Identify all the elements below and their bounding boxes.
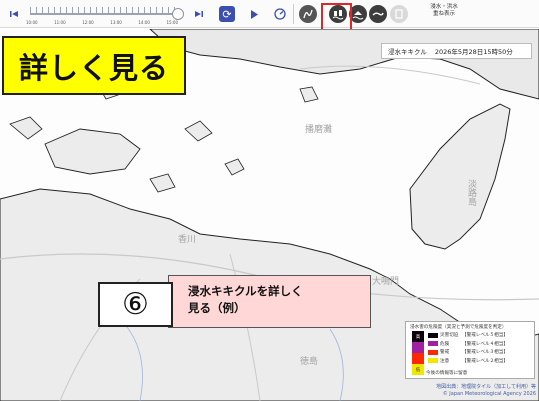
time-label: 15:00 — [166, 20, 178, 25]
legend-scale-step — [412, 353, 424, 364]
step-number: ⑥ — [98, 282, 173, 327]
step-forward-icon[interactable] — [193, 8, 205, 20]
legend-level: 【警戒レベル５相当】 — [462, 333, 508, 339]
time-slider-labels: 10:00 11:00 12:00 13:00 14:00 15:00 — [26, 20, 178, 27]
river-layer-icon[interactable] — [299, 5, 317, 23]
step-text-line: 浸水キキクルを詳しく — [188, 284, 303, 298]
time-label: 14:00 — [138, 20, 150, 25]
sediment-layer-icon[interactable] — [369, 5, 387, 23]
map-title: 浸水キキクル 2026年5月28日15時50分 — [381, 43, 532, 59]
legend-title: 浸水害の危険度（実況と予測で危険度を判定） — [410, 325, 507, 330]
legend-swatch — [428, 332, 438, 338]
loop-icon[interactable]: ⟳ — [219, 6, 235, 22]
legend-row: 注意 【警戒レベル２相当】 — [426, 357, 534, 366]
legend-level: 【警戒レベル４相当】 — [462, 341, 508, 347]
legend-scale-step — [412, 342, 424, 353]
map-credits: 地図出典：地理院タイル（加工して利用）等 © Japan Meteorologi… — [426, 384, 539, 401]
time-slider-track — [30, 13, 178, 15]
legend-scale: 高 低 — [412, 331, 424, 375]
map-datetime: 2026年5月28日15時50分 — [434, 48, 513, 56]
legend-level: 【警戒レベル２相当】 — [462, 358, 508, 364]
legend-scale-top: 高 — [412, 331, 424, 342]
legend-swatch — [428, 349, 438, 355]
map-title-text: 浸水キキクル — [388, 48, 427, 56]
legend-name: 危険 — [440, 341, 450, 347]
legend-note: 今後の情報等に留意 — [426, 371, 468, 376]
overlay-toggle-label[interactable]: 浸水・洪水 重ね表示 — [430, 4, 458, 17]
flood-layer-icon[interactable] — [329, 5, 347, 23]
time-slider-handle[interactable] — [172, 8, 184, 20]
toolbar-divider — [293, 4, 294, 24]
legend-row: 警戒 【警戒レベル３相当】 — [426, 348, 534, 357]
time-label: 11:00 — [54, 20, 66, 25]
time-label: 13:00 — [110, 20, 122, 25]
detail-view-label: 詳しく見る — [2, 36, 186, 95]
speed-icon[interactable] — [272, 6, 288, 22]
step-text-line: 見る（例） — [188, 301, 246, 315]
place-label: 播磨灘 — [305, 125, 333, 135]
legend-swatch — [428, 358, 438, 364]
legend-name: 災害切迫 — [440, 333, 459, 339]
legend-level: 【警戒レベル３相当】 — [462, 350, 508, 356]
credits-copyright: © Japan Meteorological Agency 2026 — [442, 391, 536, 397]
legend-swatch — [428, 341, 438, 347]
credits-source-link[interactable]: 地図出典：地理院タイル（加工して利用）等 — [436, 384, 536, 390]
time-label: 12:00 — [82, 20, 94, 25]
time-slider[interactable]: 10:00 11:00 12:00 13:00 14:00 15:00 — [26, 3, 186, 27]
legend-name: 注意 — [440, 358, 450, 364]
legend-row: 危険 【警戒レベル４相当】 — [426, 340, 534, 349]
legend-scale-bottom: 低 — [412, 364, 424, 375]
legend-name: 警戒 — [440, 350, 450, 356]
toolbar: 10:00 11:00 12:00 13:00 14:00 15:00 ⟳ 浸水… — [0, 0, 539, 33]
legend-rows: 災害切迫 【警戒レベル５相当】 危険 【警戒レベル４相当】 警戒 【警戒レベル３… — [426, 331, 534, 365]
time-slider-ticks — [30, 7, 178, 13]
place-label: 徳島 — [300, 357, 319, 367]
step-description: 浸水キキクルを詳しく 見る（例） — [168, 275, 371, 328]
danger-legend: 浸水害の危険度（実況と予測で危険度を判定） 高 低 災害切迫 【警戒レベル５相当… — [405, 321, 535, 379]
skip-start-icon[interactable] — [8, 8, 20, 20]
inundation-layer-icon[interactable] — [349, 5, 367, 23]
play-icon[interactable] — [246, 6, 262, 22]
place-label: 大鳴門 — [372, 277, 400, 287]
time-label: 10:00 — [26, 20, 38, 25]
place-label: 淡路島 — [466, 179, 476, 206]
overlay-layer-icon[interactable] — [390, 5, 408, 23]
place-label: 香川 — [178, 235, 197, 245]
legend-row: 災害切迫 【警戒レベル５相当】 — [426, 331, 534, 340]
